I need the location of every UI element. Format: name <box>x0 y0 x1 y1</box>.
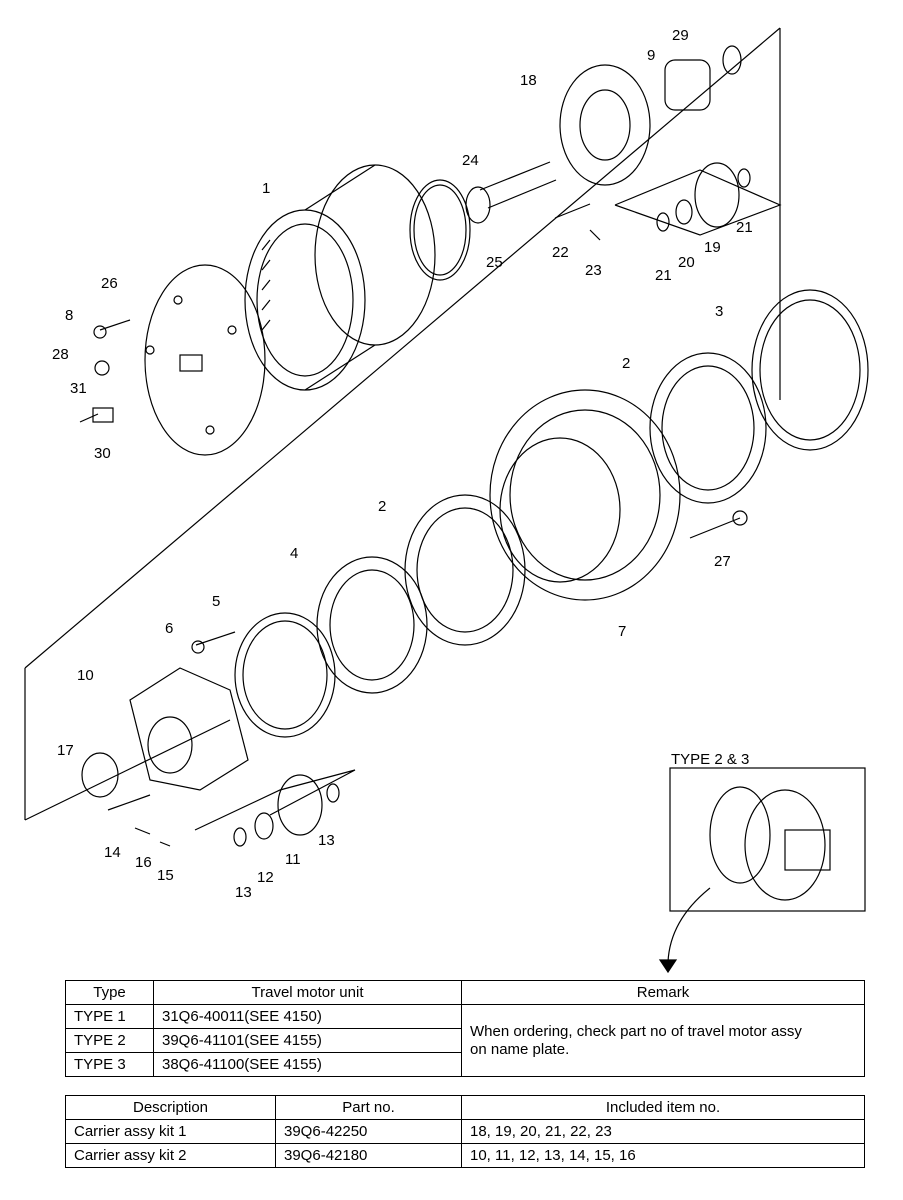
sun-gear-shaft <box>409 161 557 281</box>
callout-label: 18 <box>520 72 537 89</box>
callout-label: 30 <box>94 445 111 462</box>
callout-label: 11 <box>285 851 301 868</box>
callout-label: 23 <box>585 262 602 279</box>
included-items-cell: 18, 19, 20, 21, 22, 23 <box>461 1119 865 1144</box>
type-cell: TYPE 1 <box>65 1004 154 1029</box>
frame-lines <box>24 27 782 831</box>
seal-rings <box>404 289 869 646</box>
column-header: Travel motor unit <box>153 980 462 1005</box>
callout-label: 19 <box>704 239 721 256</box>
callout-label: 16 <box>135 854 152 871</box>
callout-label: 13 <box>235 884 252 901</box>
callout-label: 27 <box>714 553 731 570</box>
column-header: Description <box>65 1095 276 1120</box>
column-header: Remark <box>461 980 865 1005</box>
callout-label: 7 <box>618 623 626 640</box>
unit-cell: 38Q6-41100(SEE 4155) <box>153 1052 462 1077</box>
callouts: 29 9 18 24 1 25 22 23 21 20 19 21 26 8 2… <box>52 27 753 901</box>
table-row: TYPE 2 39Q6-41101(SEE 4155) <box>65 1028 865 1053</box>
callout-label: 12 <box>257 869 274 886</box>
callout-label: 25 <box>486 254 503 271</box>
callout-label: 24 <box>462 152 479 169</box>
carrier-assembly <box>554 45 751 241</box>
cover-plate <box>144 264 266 456</box>
table-row: TYPE 3 38Q6-41100(SEE 4155) <box>65 1052 865 1077</box>
callout-label: 17 <box>57 742 74 759</box>
travel-motor-type-table: Type Travel motor unit Remark TYPE 1 31Q… <box>65 980 865 1077</box>
callout-label: 6 <box>165 620 173 637</box>
unit-cell: 31Q6-40011(SEE 4150) <box>153 1004 462 1029</box>
callout-label: 4 <box>290 545 298 562</box>
callout-label: 14 <box>104 844 121 861</box>
carrier-kit-table: Description Part no. Included item no. C… <box>65 1095 865 1168</box>
callout-label: 28 <box>52 346 69 363</box>
part-number-cell: 39Q6-42180 <box>275 1143 462 1168</box>
table-row: TYPE 1 31Q6-40011(SEE 4150) When orderin… <box>65 1004 865 1077</box>
table-row: Carrier assy kit 1 39Q6-42250 18, 19, 20… <box>65 1119 865 1144</box>
ring-gear <box>244 164 436 391</box>
callout-label: 29 <box>672 27 689 44</box>
column-header: Part no. <box>275 1095 462 1120</box>
remark-line: When ordering, check part no of travel m… <box>470 1022 802 1040</box>
callout-label: 26 <box>101 275 118 292</box>
table-header-row: Type Travel motor unit Remark <box>65 980 865 1005</box>
callout-label: 5 <box>212 593 220 610</box>
callout-label: 13 <box>318 832 335 849</box>
part-number-cell: 39Q6-42250 <box>275 1119 462 1144</box>
flat-rings <box>234 556 428 738</box>
callout-label: 1 <box>262 180 270 197</box>
callout-label: 8 <box>65 307 73 324</box>
description-cell: Carrier assy kit 1 <box>65 1119 276 1144</box>
callout-label: 2 <box>622 355 630 372</box>
included-items-cell: 10, 11, 12, 13, 14, 15, 16 <box>461 1143 865 1168</box>
callout-label: 31 <box>70 380 87 397</box>
callout-label: 15 <box>157 867 174 884</box>
column-header: Type <box>65 980 154 1005</box>
inset-title: TYPE 2 & 3 <box>671 751 749 768</box>
inset-box <box>658 767 866 974</box>
table-header-row: Description Part no. Included item no. <box>65 1095 865 1120</box>
exploded-parts-diagram: 29 9 18 24 1 25 22 23 21 20 19 21 26 8 2… <box>24 27 869 974</box>
callout-label: 10 <box>77 667 94 684</box>
description-cell: Carrier assy kit 2 <box>65 1143 276 1168</box>
table-row: Carrier assy kit 2 39Q6-42180 10, 11, 12… <box>65 1143 865 1168</box>
callout-label: 20 <box>678 254 695 271</box>
callout-label: 21 <box>655 267 672 284</box>
type-cell: TYPE 3 <box>65 1052 154 1077</box>
second-carrier <box>81 667 340 847</box>
housing <box>489 389 681 601</box>
remark-cell: When ordering, check part no of travel m… <box>461 1004 865 1077</box>
remark-line: on name plate. <box>470 1040 570 1058</box>
column-header: Included item no. <box>461 1095 865 1120</box>
callout-label: 22 <box>552 244 569 261</box>
callout-label: 3 <box>715 303 723 320</box>
callout-label: 21 <box>736 219 753 236</box>
unit-cell: 39Q6-41101(SEE 4155) <box>153 1028 462 1053</box>
callout-label: 2 <box>378 498 386 515</box>
fasteners <box>79 319 748 654</box>
type-cell: TYPE 2 <box>65 1028 154 1053</box>
callout-label: 9 <box>647 47 655 64</box>
